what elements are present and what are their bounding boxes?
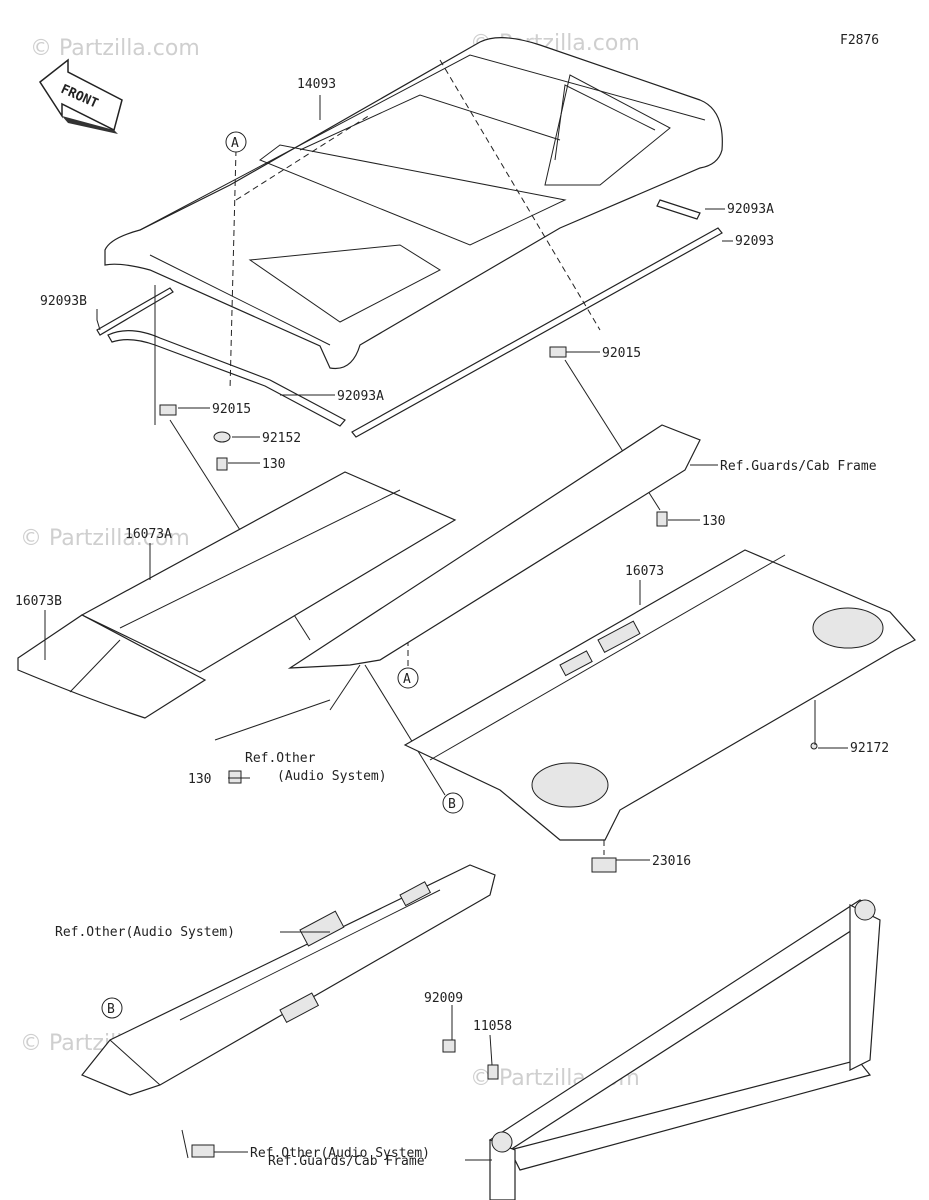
label-92015-right: 92015	[602, 346, 641, 361]
label-92172: 92172	[850, 741, 889, 756]
clip-92015-left	[159, 404, 177, 416]
label-92152: 92152	[262, 431, 301, 446]
label-ref-guards-top: Ref.Guards/Cab Frame	[720, 459, 877, 474]
front-arrow-icon: FRONT	[38, 58, 123, 134]
label-16073B: 16073B	[15, 594, 62, 609]
label-23016: 23016	[652, 854, 691, 869]
svg-text:B: B	[107, 1002, 115, 1017]
label-ref-other-audio-a: Ref.Other(Audio System)	[55, 925, 235, 940]
label-92093: 92093	[735, 234, 774, 249]
callout-a-top: A	[225, 131, 247, 153]
svg-text:B: B	[448, 797, 456, 812]
bolt-130-a	[216, 457, 228, 471]
screw-audio	[181, 1129, 215, 1159]
watermark: © Partzilla.com	[30, 36, 200, 61]
label-ref-other-1: Ref.Other	[245, 751, 316, 766]
screw-92172	[810, 742, 818, 750]
callout-b-bottom: B	[101, 997, 123, 1019]
seal-strip-92093A-bottom	[107, 330, 346, 427]
bolt-130-c	[228, 770, 242, 784]
label-92015-left: 92015	[212, 402, 251, 417]
headliner-pad-16073A	[80, 471, 457, 673]
label-130-b: 130	[702, 514, 725, 529]
cab-frame	[488, 899, 881, 1200]
watermark: © Partzilla.com	[20, 526, 190, 551]
label-92093A-top: 92093A	[727, 202, 774, 217]
seal-strip-92093	[351, 227, 723, 438]
bolt-130-b	[656, 511, 668, 527]
roof-panel	[104, 37, 723, 370]
label-130-a: 130	[262, 457, 285, 472]
speaker-tray-16073	[403, 549, 916, 841]
seal-strip-92093B	[96, 287, 174, 336]
label-ref-other-audio-b: Ref.Other(Audio System)	[250, 1146, 430, 1161]
nut-92152	[213, 431, 231, 443]
bolt-92009	[442, 1039, 456, 1053]
audio-system-housing	[81, 864, 496, 1096]
label-ref-guards-bottom: Ref.Guards/Cab Frame	[268, 1154, 425, 1169]
label-92093A-bottom: 92093A	[337, 389, 384, 404]
svg-text:A: A	[403, 672, 411, 687]
label-92009: 92009	[424, 991, 463, 1006]
headliner-panel	[287, 424, 701, 669]
svg-text:A: A	[231, 136, 239, 151]
headliner-pad-16073B	[17, 614, 207, 719]
callout-b-mid: B	[442, 792, 464, 814]
label-ref-other-2: (Audio System)	[277, 769, 387, 784]
callout-a-mid: A	[397, 667, 419, 689]
clip-11058	[487, 1064, 499, 1080]
clip-23016	[591, 857, 617, 873]
label-14093: 14093	[297, 77, 336, 92]
label-11058: 11058	[473, 1019, 512, 1034]
label-16073A: 16073A	[125, 527, 172, 542]
label-130-c: 130	[188, 772, 211, 787]
figure-id: F2876	[840, 33, 879, 48]
clip-92015-right	[549, 346, 567, 358]
seal-strip-92093A-top	[656, 199, 701, 220]
label-16073: 16073	[625, 564, 664, 579]
label-92093B: 92093B	[40, 294, 87, 309]
